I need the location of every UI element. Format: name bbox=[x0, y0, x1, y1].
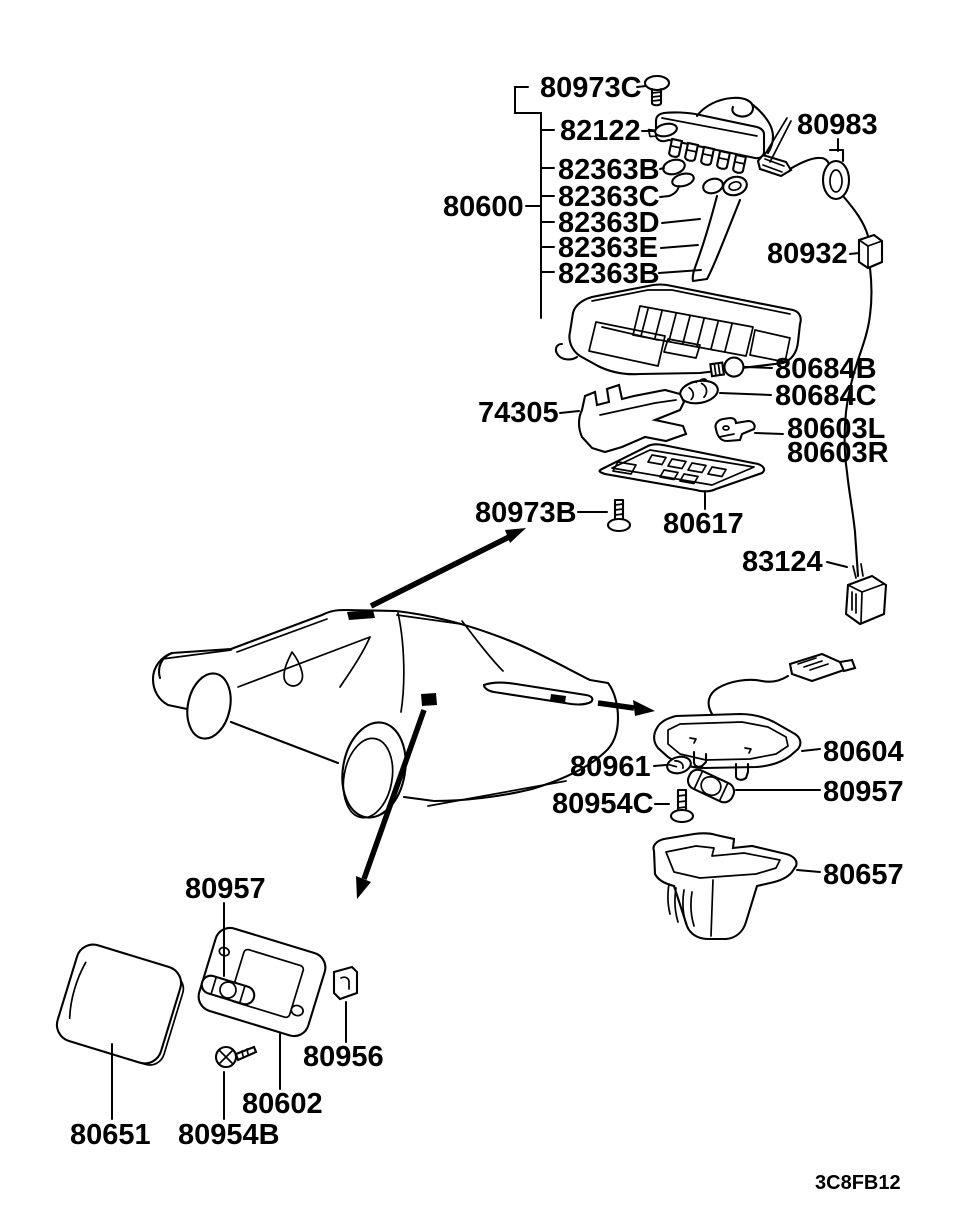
part-label-82363D: 82363D bbox=[558, 207, 660, 239]
clip-80932-drawing bbox=[857, 233, 884, 270]
arrow-to-rear-lamp bbox=[597, 700, 655, 716]
room-lamp-wiring-bar bbox=[647, 96, 831, 178]
lens-80651-drawing bbox=[55, 943, 185, 1066]
bulb-socket bbox=[732, 153, 748, 174]
callout-bracket-80600 bbox=[514, 86, 555, 319]
part-labels: 80973C 82122 82363B 82363C 82363D 82363E… bbox=[70, 72, 904, 1151]
part-label-80603R: 80603R bbox=[787, 437, 889, 469]
bulb-socket bbox=[684, 141, 700, 162]
part-label-80684B: 80684B bbox=[775, 353, 877, 385]
part-label-80973C: 80973C bbox=[540, 72, 642, 104]
connector-83124-drawing bbox=[844, 563, 888, 626]
overhead-console-drawing bbox=[554, 283, 802, 376]
screw-80973B-drawing bbox=[606, 498, 632, 533]
part-label-80603L: 80603L bbox=[787, 413, 885, 445]
socket-82122-drawing bbox=[647, 122, 678, 138]
screw-80954B-drawing bbox=[214, 1045, 258, 1069]
housing-80602-drawing bbox=[197, 926, 327, 1038]
part-label-74305: 74305 bbox=[478, 397, 559, 429]
part-label-83124: 83124 bbox=[742, 546, 823, 578]
part-label-80657: 80657 bbox=[823, 859, 904, 891]
part-label-80604: 80604 bbox=[823, 736, 904, 768]
switch-80603-drawing bbox=[714, 416, 756, 443]
part-label-82363C: 82363C bbox=[558, 181, 660, 213]
part-label-80602: 80602 bbox=[242, 1088, 323, 1120]
arrow-to-door-lamp bbox=[356, 709, 427, 899]
part-label-80957-door: 80957 bbox=[185, 873, 266, 905]
leader-lines bbox=[111, 130, 860, 1120]
housing-80657-drawing bbox=[652, 832, 798, 941]
rear-lamp-location-mark bbox=[550, 694, 566, 703]
part-label-80983: 80983 bbox=[797, 109, 878, 141]
roof-lamp-location-mark bbox=[347, 610, 375, 620]
screw-80954C-drawing bbox=[669, 788, 695, 824]
festoon-bulb-80957-door-drawing bbox=[200, 974, 256, 1006]
festoon-bulb-80957-rear-drawing bbox=[686, 768, 736, 804]
diagram-sheet-code: 3C8FB12 bbox=[815, 1172, 901, 1194]
lens-80617-drawing bbox=[598, 443, 766, 493]
part-label-82122: 82122 bbox=[560, 115, 641, 147]
bracket-74305-drawing bbox=[577, 383, 688, 454]
bulb-socket bbox=[716, 149, 732, 170]
arrow-to-room-lamp bbox=[369, 528, 526, 609]
car-illustration bbox=[151, 608, 620, 819]
clip-80956-drawing bbox=[332, 965, 359, 1001]
part-label-80956: 80956 bbox=[303, 1041, 384, 1073]
screw-80973C-drawing bbox=[636, 74, 671, 107]
part-label-80954B: 80954B bbox=[178, 1119, 280, 1151]
rear-lamp-connector bbox=[788, 652, 857, 683]
bulb-80684B-drawing bbox=[709, 356, 745, 378]
part-label-80651: 80651 bbox=[70, 1119, 151, 1151]
grommet-80961-drawing bbox=[666, 755, 692, 775]
harness-80983-drawing bbox=[821, 148, 888, 626]
bulbs-82363-drawing bbox=[662, 158, 748, 283]
part-label-80961: 80961 bbox=[570, 751, 651, 783]
part-label-80684C: 80684C bbox=[775, 380, 877, 412]
bulb-socket bbox=[668, 137, 684, 158]
part-label-80954C: 80954C bbox=[552, 788, 654, 820]
part-label-80932: 80932 bbox=[767, 238, 848, 270]
part-label-80957-rear: 80957 bbox=[823, 776, 904, 808]
rear-lamp-80604-drawing bbox=[653, 652, 857, 781]
door-lamp-group bbox=[55, 926, 359, 1069]
part-label-82363B-2: 82363B bbox=[558, 258, 660, 290]
part-label-80600: 80600 bbox=[443, 191, 524, 223]
part-label-80617: 80617 bbox=[663, 508, 744, 540]
door-lamp-location-mark bbox=[421, 693, 437, 706]
part-label-82363E: 82363E bbox=[558, 232, 658, 264]
part-label-80973B: 80973B bbox=[475, 497, 577, 529]
part-label-82363B: 82363B bbox=[558, 154, 660, 186]
bulb-socket bbox=[700, 145, 716, 166]
